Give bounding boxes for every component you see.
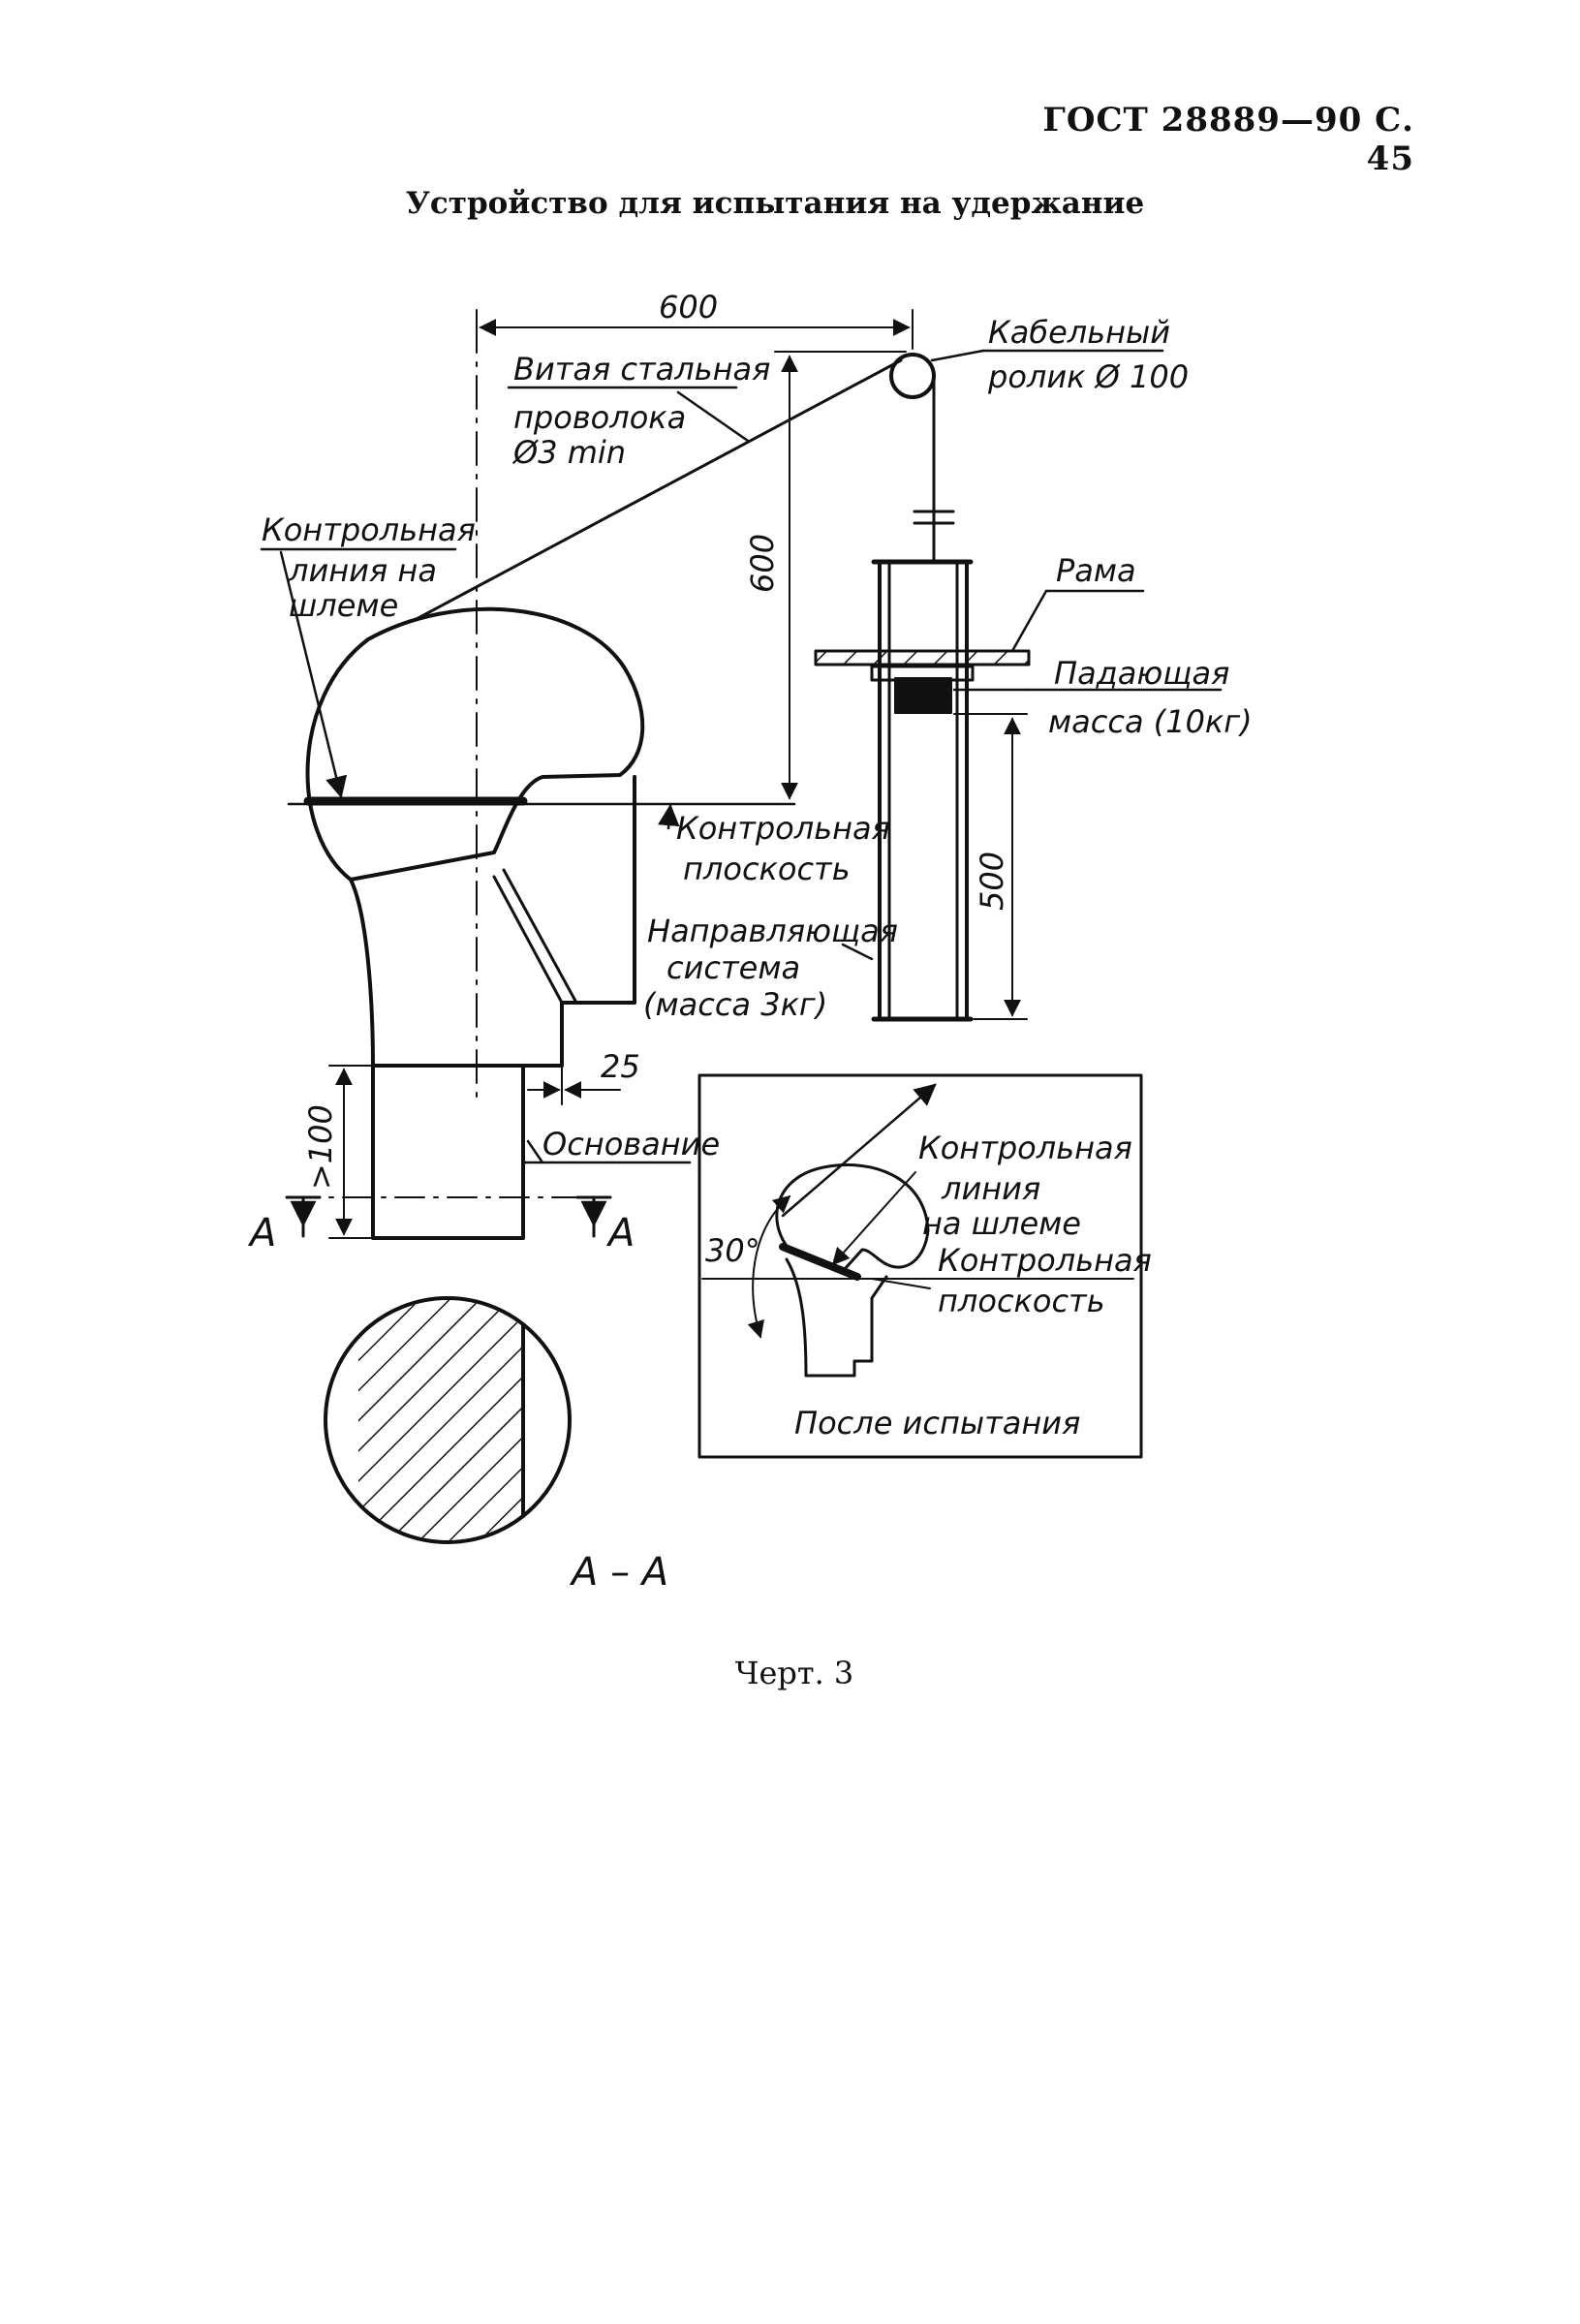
label-wire-2: проволока <box>513 399 686 436</box>
leader-guide <box>841 943 874 961</box>
section-arrow-left <box>285 1195 322 1238</box>
label-helmet-line-3: шлеме <box>289 587 398 624</box>
label-pulley-2: ролик Ø 100 <box>987 358 1189 395</box>
section-title: А – А <box>569 1550 668 1595</box>
falling-mass <box>894 677 952 714</box>
guide-system <box>814 559 1031 1022</box>
helmet-shell <box>305 606 645 882</box>
frame-plate <box>814 649 1031 666</box>
helmet-assembly <box>285 319 796 1240</box>
leaders <box>260 349 1223 1164</box>
dimensions <box>328 309 1028 1239</box>
dim-600-v: 600 <box>744 534 781 593</box>
dim-100: >100 <box>302 1104 339 1190</box>
label-guide-1: Направляющая <box>647 913 898 949</box>
label-frame: Рама <box>1056 552 1136 589</box>
label-falling-mass-2: масса (10кг) <box>1048 703 1253 740</box>
dim-25: 25 <box>601 1048 640 1085</box>
inset-label-line-1: Контрольная <box>918 1130 1132 1166</box>
label-wire-1: Витая стальная <box>513 351 770 387</box>
base-cylinder <box>371 1064 525 1240</box>
cable-pulley <box>889 353 936 399</box>
section-mark-left: А <box>247 1211 276 1255</box>
inset-leader-plane <box>871 1278 931 1289</box>
head-form <box>349 775 636 1068</box>
label-wire-3: Ø3 min <box>511 434 626 471</box>
inset-caption: После испытания <box>794 1405 1080 1441</box>
inset-label-plane-1: Контрольная <box>938 1242 1152 1279</box>
inset-label-plane-2: плоскость <box>938 1283 1105 1319</box>
inset-head-form <box>785 1257 888 1378</box>
label-ref-plane-1: Контрольная <box>676 810 890 847</box>
section-a-a <box>324 1296 572 1544</box>
inset-angle-arc <box>747 1194 791 1339</box>
label-guide-2: система <box>666 949 800 986</box>
inset-frame <box>697 1073 1143 1459</box>
figure-caption: Черт. 3 <box>734 1655 854 1691</box>
face-slope <box>492 868 578 1005</box>
page-header: ГОСТ 28889—90 С. 45 <box>1042 101 1414 178</box>
leader-base <box>526 1139 544 1164</box>
inset-wire <box>781 1083 937 1218</box>
labels: 600 600 500 25 >100 Кабельный ролик Ø 10… <box>247 289 1253 1595</box>
label-ref-plane-2: плоскость <box>683 851 851 887</box>
inset-reference-line <box>779 1243 861 1281</box>
inset-label-line-2: линия <box>941 1170 1040 1207</box>
inset-after-test <box>697 1073 1143 1459</box>
label-falling-mass-1: Падающая <box>1054 655 1229 692</box>
section-mark-right: А <box>605 1211 635 1255</box>
leader-plane <box>658 803 680 830</box>
figure-title: Устройство для испытания на удержание <box>405 186 1145 221</box>
section-arrow-right <box>575 1195 612 1238</box>
label-helmet-line-2: линия на <box>288 552 437 589</box>
inset-angle: 30° <box>705 1232 760 1269</box>
steel-wire <box>413 358 903 622</box>
section-hatch <box>358 1300 523 1540</box>
leader-frame <box>1010 589 1048 653</box>
inset-label-line-3: на шлеме <box>922 1205 1081 1242</box>
dim-600-h: 600 <box>659 289 718 325</box>
inset-leader-line <box>831 1171 916 1266</box>
label-pulley-1: Кабельный <box>988 314 1170 351</box>
label-guide-3: (масса 3кг) <box>643 986 827 1023</box>
dim-500: 500 <box>974 852 1010 911</box>
leader-wire <box>676 390 750 443</box>
leader-pulley <box>930 349 985 362</box>
inset-helmet <box>775 1163 930 1271</box>
label-helmet-line-1: Контрольная <box>262 511 476 548</box>
wire-system <box>413 353 955 622</box>
label-base: Основание <box>542 1126 720 1162</box>
mass-holder <box>870 665 975 682</box>
leader-helmet-line <box>279 550 348 799</box>
section-circle <box>324 1296 572 1544</box>
